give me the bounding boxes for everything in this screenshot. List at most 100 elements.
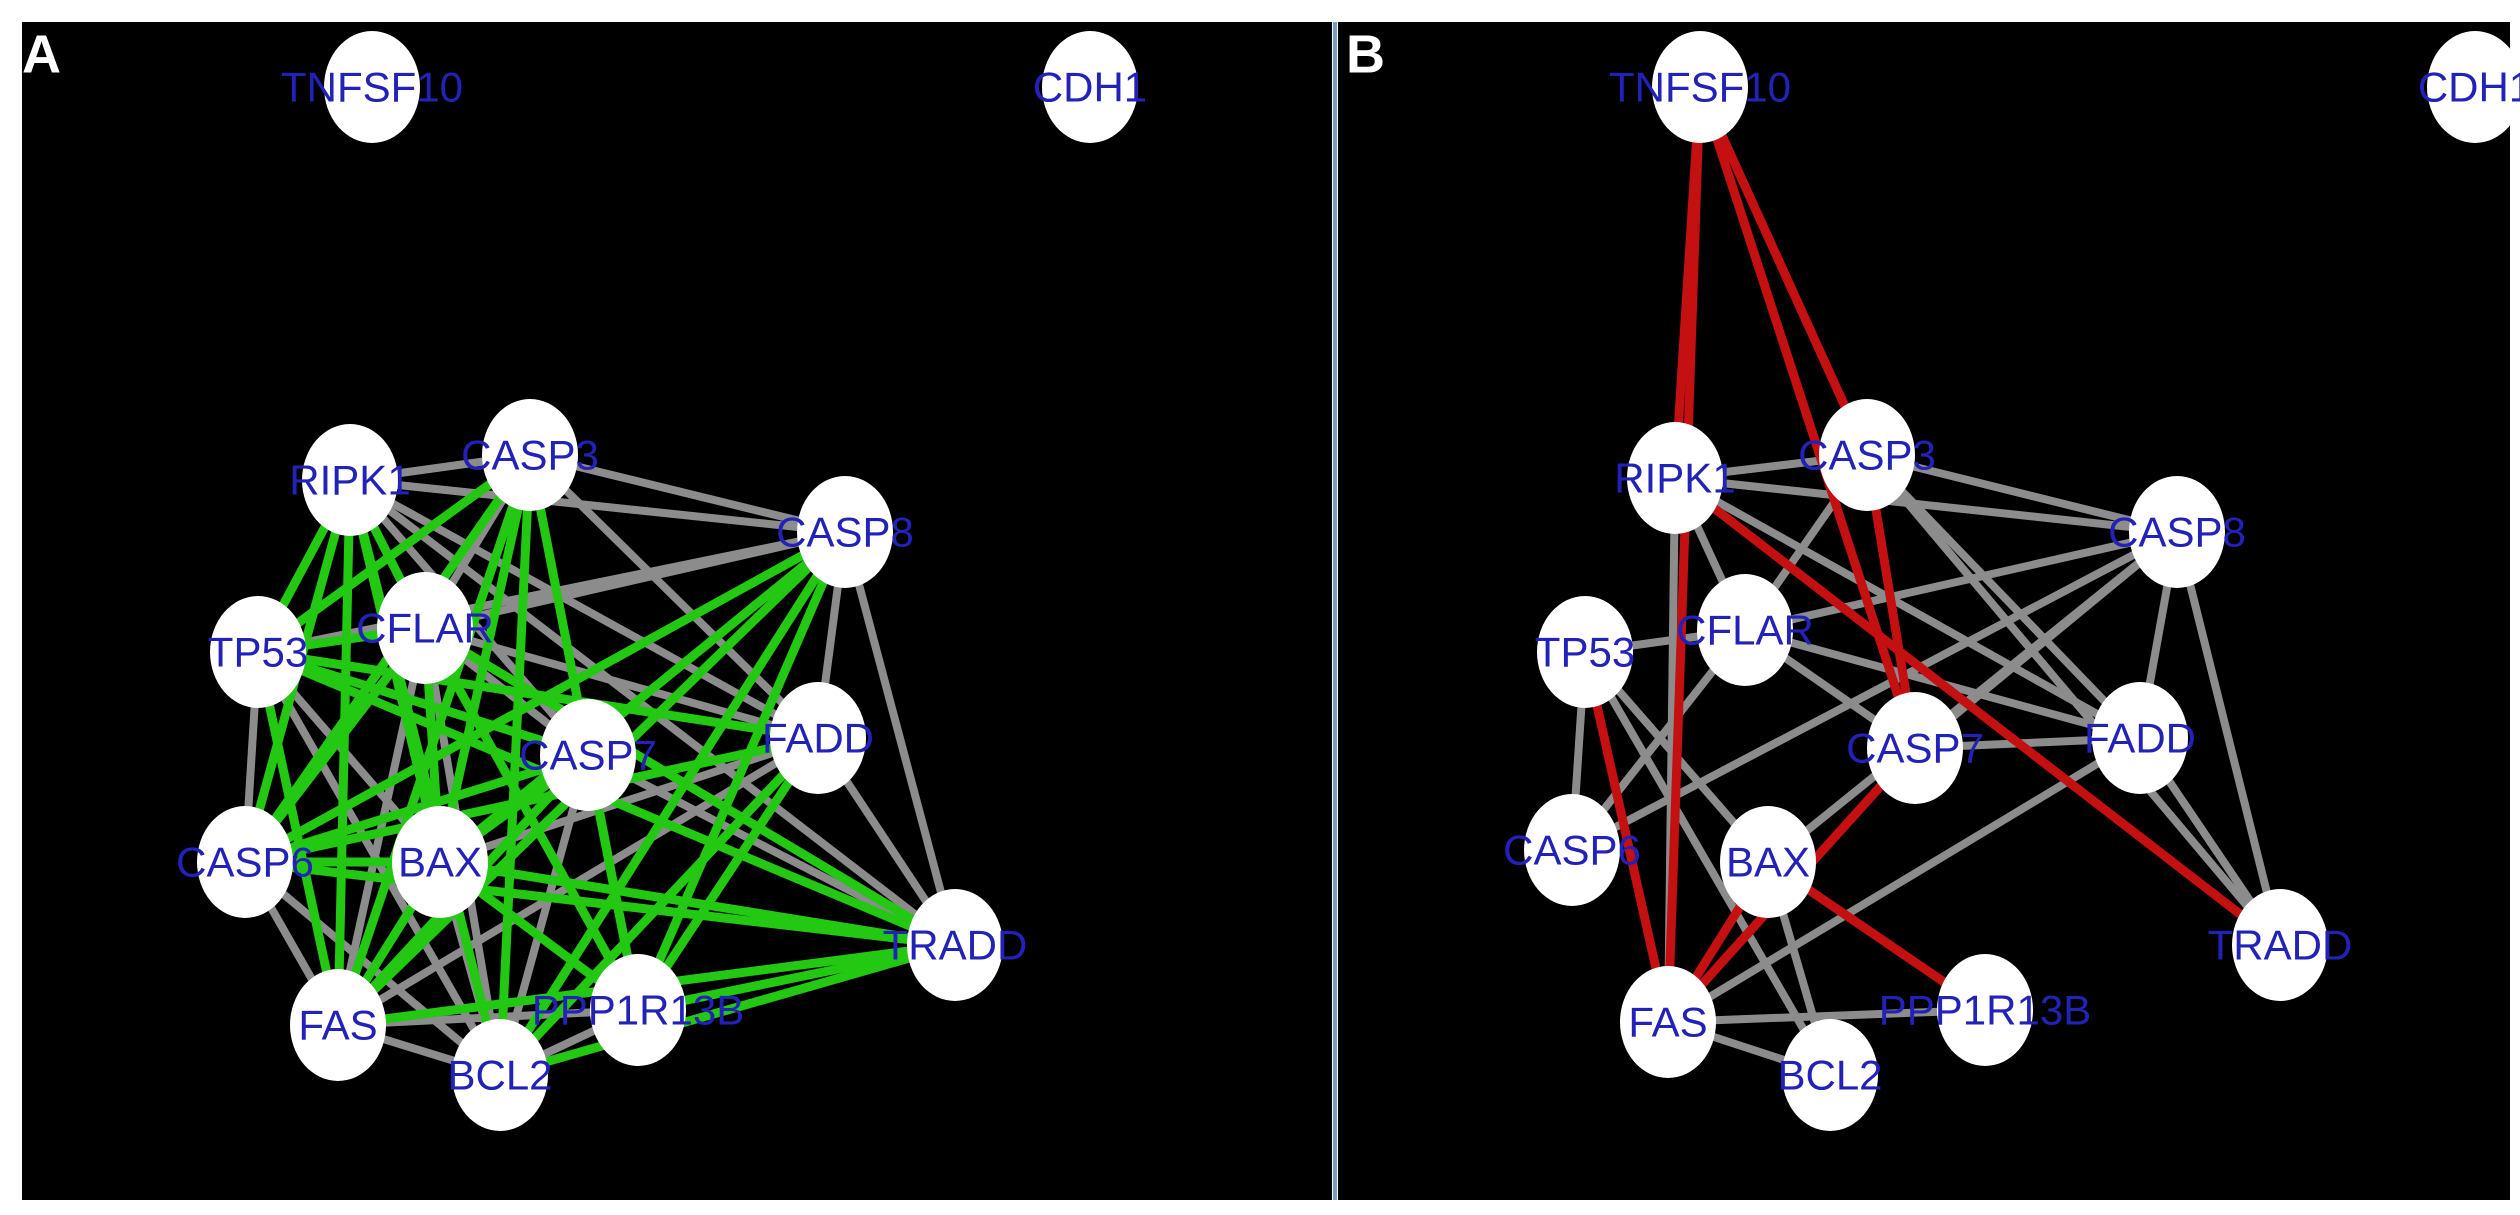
node-tnfsf10: TNFSF10 <box>281 31 463 143</box>
node-label: BCL2 <box>1777 1052 1882 1099</box>
node-tradd: TRADD <box>2208 889 2353 1001</box>
node-casp6: CASP6 <box>1503 794 1641 906</box>
edge-casp3-tradd <box>1863 451 2284 949</box>
edge-tp53-fas <box>253 647 343 1030</box>
node-cdh1: CDH1 <box>2418 31 2520 143</box>
node-label: CASP7 <box>1846 725 1984 772</box>
node-circle <box>797 476 893 588</box>
node-label: RIPK1 <box>289 457 410 504</box>
node-circle <box>590 954 686 1066</box>
node-casp3: CASP3 <box>461 399 599 511</box>
edge-casp8-tradd <box>841 528 959 949</box>
edge-ripk1-tradd <box>1670 473 2285 950</box>
node-label: CDH1 <box>1033 64 1147 111</box>
node-label: FADD <box>762 715 874 762</box>
edge-cflar-tradd <box>420 623 960 950</box>
node-casp6: CASP6 <box>176 806 314 918</box>
panel-b-background <box>1338 22 2510 1200</box>
node-fadd: FADD <box>762 682 874 794</box>
node-circle <box>1627 422 1723 534</box>
node-circle <box>302 424 398 536</box>
node-casp3: CASP3 <box>1798 399 1936 511</box>
node-bcl2: BCL2 <box>447 1019 553 1131</box>
node-circle <box>377 572 473 684</box>
panel-b-edges <box>1568 82 2285 1079</box>
edge-casp8-tradd <box>2173 528 2284 949</box>
edge-ripk1-fadd <box>1671 474 2144 742</box>
node-label: TNFSF10 <box>281 64 463 111</box>
node-cflar: CFLAR <box>1676 574 1814 686</box>
node-label: FAS <box>298 1002 377 1049</box>
edge-ripk1-casp8 <box>346 476 849 536</box>
edge-casp3-tp53 <box>253 450 535 657</box>
node-circle <box>197 806 293 918</box>
node-cdh1: CDH1 <box>1033 31 1147 143</box>
node-circle <box>907 889 1003 1001</box>
node-bax: BAX <box>392 806 488 918</box>
edge-casp3-fadd <box>526 451 822 742</box>
node-label: FAS <box>1628 999 1707 1046</box>
edge-casp7-bcl2 <box>496 751 592 1079</box>
edge-casp8-cflar <box>1741 528 2181 634</box>
node-circle <box>540 699 636 811</box>
node-circle <box>1697 574 1793 686</box>
node-circle <box>290 969 386 1081</box>
node-circle <box>2092 682 2188 794</box>
node-fas: FAS <box>290 969 386 1081</box>
node-circle <box>1720 806 1816 918</box>
node-label: PPP1R13B <box>532 987 744 1034</box>
node-circle <box>2232 889 2328 1001</box>
node-label: BCL2 <box>447 1052 552 1099</box>
node-circle <box>1867 692 1963 804</box>
node-label: TP53 <box>208 629 308 676</box>
edge-casp8-bcl2 <box>495 527 850 1080</box>
edge-fas-ppp1r13b <box>1664 1006 1989 1026</box>
edge-casp6-tradd <box>240 857 960 950</box>
edge-ripk1-fas <box>333 475 355 1030</box>
edge-fadd-casp6 <box>240 733 823 867</box>
node-circle <box>1042 31 1138 143</box>
edge-casp3-fadd <box>1863 451 2144 742</box>
node-circle <box>1537 596 1633 708</box>
node-ppp1r13b: PPP1R13B <box>532 954 744 1066</box>
node-casp8: CASP8 <box>776 476 914 588</box>
node-label: CASP7 <box>519 732 657 779</box>
node-label: RIPK1 <box>1614 455 1735 502</box>
node-tp53: TP53 <box>1535 596 1635 708</box>
node-label: TRADD <box>2208 922 2353 969</box>
node-cflar: CFLAR <box>356 572 494 684</box>
edge-casp3-casp8 <box>1863 451 2181 536</box>
edge-fadd-fas <box>1664 734 2144 1026</box>
edge-bcl2-tradd <box>495 940 960 1080</box>
node-circle <box>1937 954 2033 1066</box>
edge-ppp1r13b-tradd <box>633 940 960 1015</box>
edge-casp3-bcl2 <box>495 450 535 1080</box>
edge-fadd-ppp1r13b <box>633 733 823 1015</box>
edge-tp53-bcl2 <box>1581 648 1834 1079</box>
node-ppp1r13b: PPP1R13B <box>1879 954 2091 1066</box>
node-circle <box>1819 399 1915 511</box>
node-bax: BAX <box>1720 806 1816 918</box>
node-label: TNFSF10 <box>1609 64 1791 111</box>
node-label: CASP3 <box>1798 432 1936 479</box>
edge-casp3-casp8 <box>526 451 849 536</box>
node-label: CASP6 <box>1503 827 1641 874</box>
node-label: BAX <box>398 839 482 886</box>
node-circle <box>392 806 488 918</box>
node-label: CASP8 <box>2108 509 2246 556</box>
node-circle <box>210 596 306 708</box>
node-circle <box>2427 31 2520 143</box>
node-circle <box>1620 966 1716 1078</box>
edge-bax-tradd <box>435 857 960 950</box>
edge-tnfsf10-fas <box>1663 82 1705 1027</box>
node-circle <box>324 31 420 143</box>
node-circle <box>1652 31 1748 143</box>
edge-tp53-casp7 <box>253 647 593 760</box>
edge-casp7-casp6 <box>240 750 593 867</box>
node-tp53: TP53 <box>208 596 308 708</box>
node-fas: FAS <box>1620 966 1716 1078</box>
node-circle <box>2129 476 2225 588</box>
node-casp7: CASP7 <box>519 699 657 811</box>
